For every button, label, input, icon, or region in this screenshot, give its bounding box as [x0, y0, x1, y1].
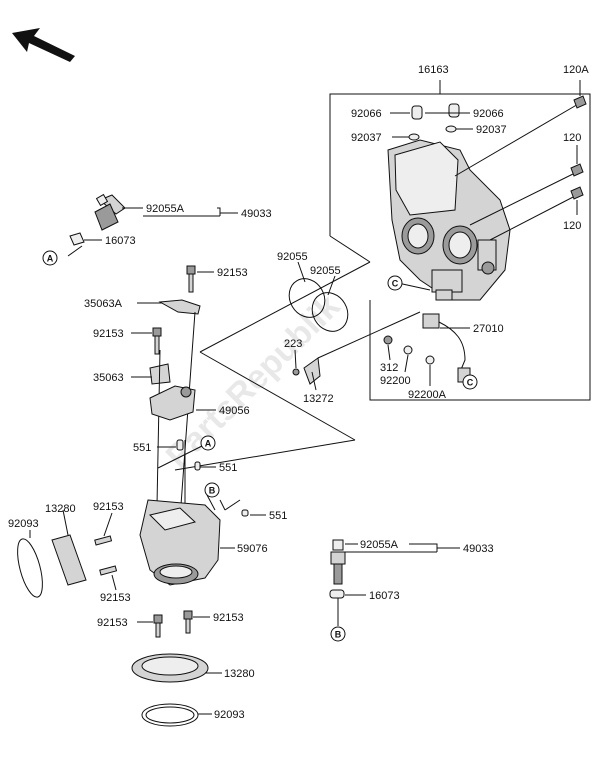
cap-551-c	[241, 509, 249, 517]
cap-92066-right	[448, 103, 460, 118]
callout-b-mid: B	[204, 482, 220, 498]
label-92055A-bottom: 92055A	[360, 539, 399, 551]
callout-c-top: C	[387, 275, 403, 291]
label-13272: 13272	[303, 393, 334, 405]
label-92093-bottom: 92093	[214, 709, 245, 721]
label-92037-left: 92037	[351, 132, 382, 144]
svg-text:B: B	[335, 630, 342, 640]
leader-lines	[29, 80, 581, 715]
injector-49033-top	[94, 193, 126, 231]
screw-223	[292, 368, 300, 376]
seal-16073-top	[69, 232, 85, 246]
ring-92037-left	[408, 133, 420, 141]
callout-b-bottom: B	[330, 626, 346, 642]
watermark: PartsRepublik	[159, 287, 348, 476]
intake-body-59076	[139, 499, 221, 586]
washer-312	[383, 335, 393, 345]
cap-551-a	[176, 439, 184, 451]
label-92066-right: 92066	[473, 108, 504, 120]
injector-49033-bottom	[330, 539, 346, 585]
label-92093-left: 92093	[8, 518, 39, 530]
label-92153-d: 92153	[100, 592, 131, 604]
svg-text:A: A	[47, 254, 54, 264]
o-ring-92055-left	[288, 278, 326, 318]
label-35063A: 35063A	[84, 298, 123, 310]
washer-92200A	[425, 355, 435, 365]
label-16163: 16163	[418, 64, 449, 76]
bolt-92153-mid	[152, 327, 162, 355]
throttle-body-assembly	[387, 139, 511, 301]
label-551-b: 551	[219, 462, 237, 474]
label-92153-a: 92153	[217, 267, 248, 279]
label-312: 312	[380, 362, 398, 374]
label-13280-bottom: 13280	[224, 668, 255, 680]
label-16073-bottom: 16073	[369, 590, 400, 602]
label-92066-left: 92066	[351, 108, 382, 120]
gasket-13280-left	[51, 534, 87, 586]
bolt-92153-e	[153, 614, 163, 638]
bolt-120A	[454, 95, 587, 177]
callout-a-mid: A	[200, 435, 216, 451]
label-92153-c: 92153	[93, 501, 124, 513]
label-27010: 27010	[473, 323, 504, 335]
label-92037-right: 92037	[476, 124, 507, 136]
label-59076: 59076	[237, 543, 268, 555]
label-92153-e: 92153	[97, 617, 128, 629]
label-120-upper: 120	[563, 132, 581, 144]
callout-c-bottom: C	[462, 374, 478, 390]
bolt-92153-upper	[186, 265, 196, 293]
gasket-13280-bottom	[131, 653, 209, 683]
label-16073-top: 16073	[105, 235, 136, 247]
label-120A: 120A	[563, 64, 589, 76]
bolt-120-lower	[489, 186, 584, 241]
ring-92037-right	[445, 125, 457, 133]
label-92153-b: 92153	[93, 328, 124, 340]
bracket-13272	[303, 311, 421, 385]
label-49033-bottom: 49033	[463, 543, 494, 555]
label-92200: 92200	[380, 375, 411, 387]
seal-16073-bottom	[329, 589, 345, 599]
label-551-c: 551	[269, 510, 287, 522]
washer-92200	[403, 345, 413, 355]
bolt-92153-d	[99, 565, 118, 576]
svg-text:A: A	[205, 439, 212, 449]
label-92055-left: 92055	[277, 251, 308, 263]
bolt-92153-f	[183, 610, 193, 634]
o-ring-92055-right	[311, 292, 349, 332]
callout-a-top: A	[42, 250, 58, 266]
svg-text:C: C	[392, 279, 399, 289]
cap-92066-left	[411, 105, 423, 120]
label-35063: 35063	[93, 372, 124, 384]
label-223: 223	[284, 338, 302, 350]
o-ring-92093-left	[17, 538, 43, 598]
label-92055-right: 92055	[310, 265, 341, 277]
label-13280-top: 13280	[45, 503, 76, 515]
svg-text:B: B	[209, 486, 216, 496]
label-92153-f: 92153	[213, 612, 244, 624]
label-49056: 49056	[219, 405, 250, 417]
front-arrow-icon	[12, 28, 75, 62]
valve-49056	[149, 385, 196, 421]
o-ring-92093-bottom	[141, 703, 199, 727]
label-120-lower: 120	[563, 220, 581, 232]
part-labels: 16163 120A 120 120 92066 92066 92037 920…	[8, 64, 589, 721]
assembly-outline	[174, 80, 591, 471]
label-92200A: 92200A	[408, 389, 447, 401]
label-49033-top: 49033	[241, 208, 272, 220]
cap-551-b	[194, 461, 201, 471]
bracket-35063A	[158, 299, 201, 315]
label-92055A-top: 92055A	[146, 203, 185, 215]
bolt-120-upper	[469, 163, 584, 226]
svg-text:C: C	[467, 378, 474, 388]
label-551-a: 551	[133, 442, 151, 454]
bolt-92153-c	[94, 535, 113, 546]
